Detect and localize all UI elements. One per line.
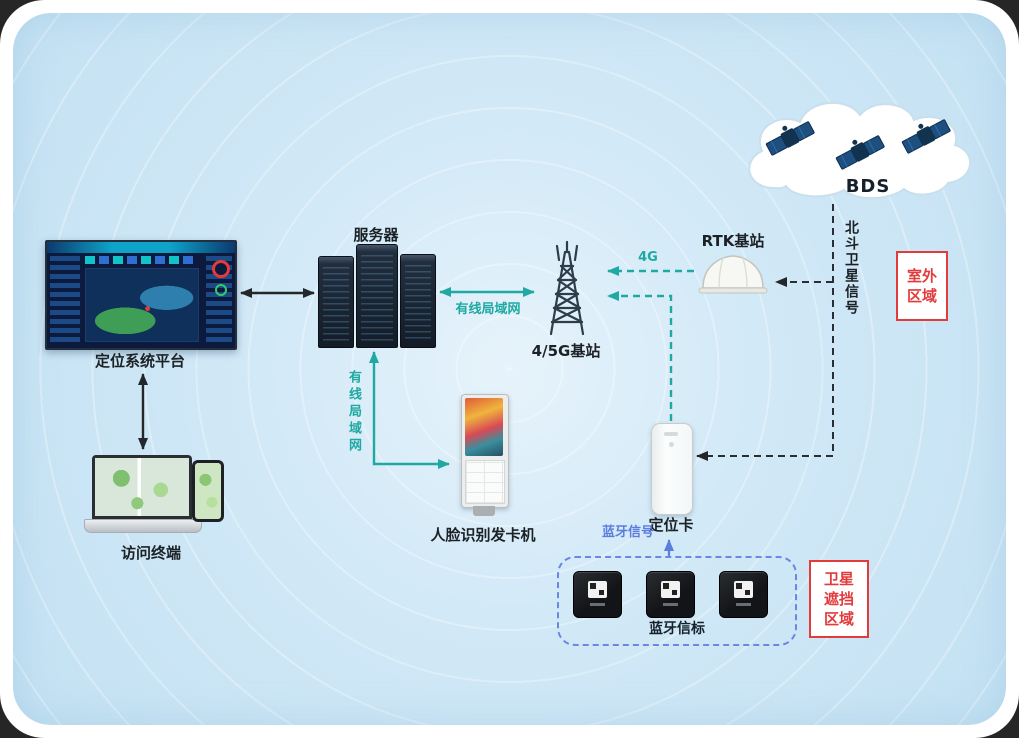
server-icon — [318, 244, 436, 348]
satellite-cloud-icon — [728, 88, 980, 210]
tower-label: 4/5G基站 — [531, 342, 601, 360]
bluetooth-beacon-icon — [719, 571, 768, 618]
kiosk-base — [473, 506, 495, 516]
dashboard-stat-chips — [85, 256, 197, 264]
lan-horizontal-label: 有线局域网 — [455, 302, 521, 317]
4g-label: 4G — [638, 250, 658, 265]
terminal-label: 访问终端 — [120, 544, 181, 562]
satellite-icon — [901, 119, 951, 154]
server-rack — [400, 254, 436, 348]
cell-tower-icon — [531, 240, 603, 338]
face-recognition-kiosk-icon — [459, 394, 509, 520]
lan-vertical-label: 有线局域网 — [346, 370, 361, 455]
bluetooth-beacon-icon — [573, 571, 622, 618]
dashboard-gauge-green — [215, 284, 227, 296]
dashboard-gauge-red — [212, 260, 230, 278]
rtk-label: RTK基站 — [701, 232, 765, 250]
satellite-icon — [835, 135, 885, 170]
dashboard-header — [47, 242, 235, 253]
phone-map-display — [195, 463, 221, 519]
laptop-icon — [84, 455, 202, 539]
beacons-label: 蓝牙信标 — [649, 621, 705, 637]
kiosk-label: 人脸识别发卡机 — [430, 526, 536, 544]
satellite-icon — [765, 121, 815, 156]
server-rack — [318, 256, 354, 348]
outdoor-zone-box: 室外区域 — [896, 251, 948, 321]
phone-icon — [192, 460, 224, 522]
beacon-sticker — [661, 581, 680, 598]
platform-label: 定位系统平台 — [94, 352, 185, 370]
dashboard-map — [85, 268, 199, 342]
beacon-sticker — [734, 581, 753, 598]
laptop-map-display — [95, 458, 189, 516]
beacon-sticker — [588, 581, 607, 598]
beacon-group-box: 蓝牙信标 — [557, 556, 797, 646]
server-rack — [356, 244, 398, 348]
beidou-signal-label: 北斗卫星信号 — [843, 220, 859, 316]
laptop-screen — [92, 455, 192, 519]
laptop-base — [84, 519, 202, 533]
satellite-blocked-zone-box: 卫星遮挡区域 — [809, 560, 869, 638]
bluetooth-beacon-icon — [646, 571, 695, 618]
dashboard-left-panel — [50, 256, 80, 344]
satellite-blocked-zone-label: 卫星遮挡区域 — [823, 569, 854, 629]
kiosk-card-slots — [465, 460, 505, 504]
bds-label: BDS — [845, 176, 891, 197]
card-label: 定位卡 — [648, 516, 694, 534]
positioning-card-icon — [651, 423, 693, 515]
bluetooth-signal-label: 蓝牙信号 — [601, 525, 654, 540]
rtk-antenna-icon — [696, 248, 770, 296]
outdoor-zone-label: 室外区域 — [906, 266, 937, 305]
platform-dashboard-icon — [45, 240, 237, 350]
server-label: 服务器 — [353, 226, 399, 244]
kiosk-screen — [465, 398, 503, 456]
